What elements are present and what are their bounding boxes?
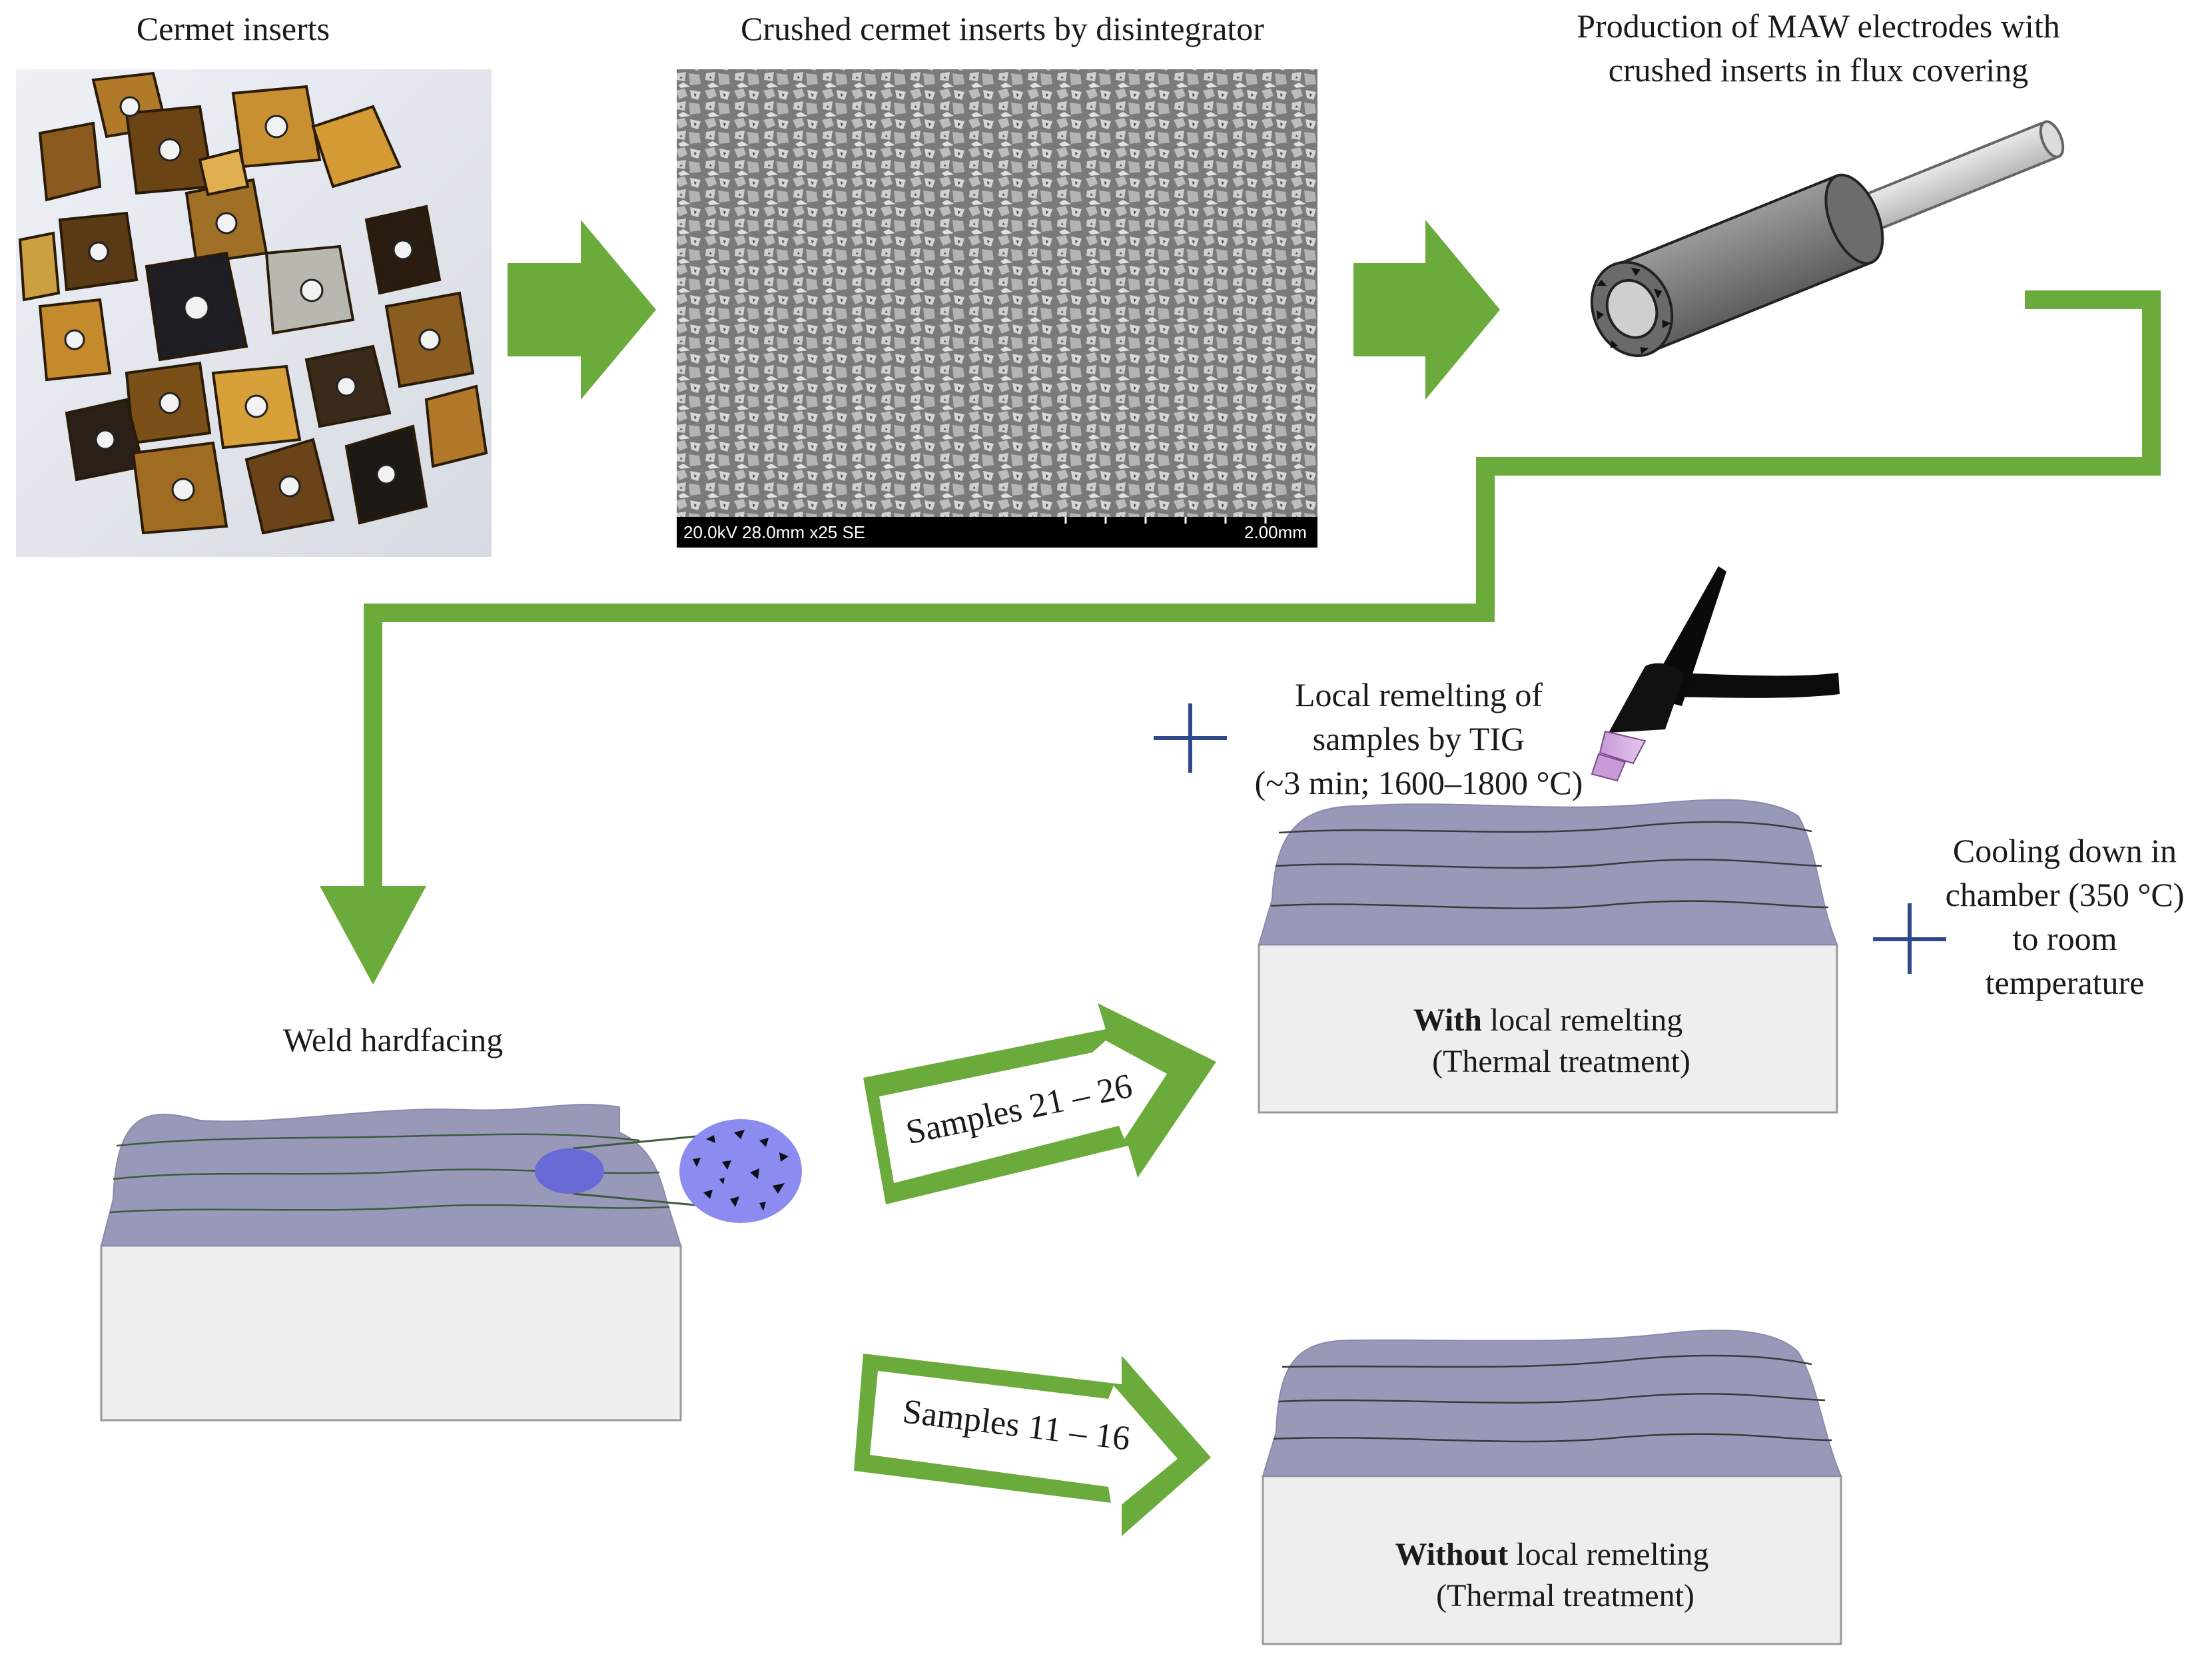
plus-icon-remelting xyxy=(1154,703,1227,773)
block-without-remelting xyxy=(1262,1330,1842,1645)
cermet-inserts-photo xyxy=(16,69,492,557)
with-bold: With xyxy=(1413,1003,1482,1038)
remelting-label-line3: (~3 min; 1600–1800 °C) xyxy=(1254,764,1583,801)
with-remelting-caption-line2: (Thermal treatment) xyxy=(1432,1044,1690,1079)
production-label-line1: Production of MAW electrodes with xyxy=(1577,7,2060,45)
weld-microstructure-zoom xyxy=(535,1119,802,1223)
maw-electrode-illustration xyxy=(1590,120,2065,357)
cooling-label-line4: temperature xyxy=(1985,964,2145,1001)
cooling-label-line2: chamber (350 °C) xyxy=(1945,876,2185,913)
plus-icon-cooling xyxy=(1873,903,1946,974)
without-remelting-caption: Without local remelting xyxy=(1263,1533,1841,1576)
with-remelting-caption: With local remelting xyxy=(1259,999,1837,1042)
cooling-label-line1: Cooling down in xyxy=(1952,832,2177,869)
weld-hardfacing-block xyxy=(100,1104,682,1422)
branch-arrow-upper-inner xyxy=(879,1040,1167,1183)
remelting-label-line2: samples by TIG xyxy=(1312,720,1525,757)
sem-info-left: 20.0kV 28.0mm x25 SE xyxy=(683,522,866,542)
remelting-label-line1: Local remelting of xyxy=(1294,676,1543,713)
flow-arrow-2 xyxy=(1353,220,1500,400)
flow-arrow-down xyxy=(320,886,426,985)
branch-arrow-lower-inner xyxy=(870,1371,1178,1512)
weld-hardfacing-label: Weld hardfacing xyxy=(282,1021,504,1058)
flow-connector-line xyxy=(364,290,2161,913)
crushed-inserts-label: Crushed cermet inserts by disintegrator xyxy=(741,10,1264,47)
sem-info-right: 2.00mm xyxy=(1244,522,1307,542)
with-rest: local remelting xyxy=(1481,1003,1683,1038)
cermet-inserts-label: Cermet inserts xyxy=(136,10,330,47)
tig-torch-illustration xyxy=(1591,566,1840,782)
crushed-inserts-sem-image xyxy=(677,69,1317,548)
without-rest: local remelting xyxy=(1508,1537,1709,1572)
flow-arrow-1 xyxy=(508,220,656,400)
block-with-remelting xyxy=(1258,799,1838,1114)
production-label-line2: crushed inserts in flux covering xyxy=(1608,51,2029,89)
without-remelting-caption-line2: (Thermal treatment) xyxy=(1436,1578,1694,1613)
without-bold: Without xyxy=(1395,1537,1509,1572)
cooling-label-line3: to room xyxy=(2012,920,2117,957)
